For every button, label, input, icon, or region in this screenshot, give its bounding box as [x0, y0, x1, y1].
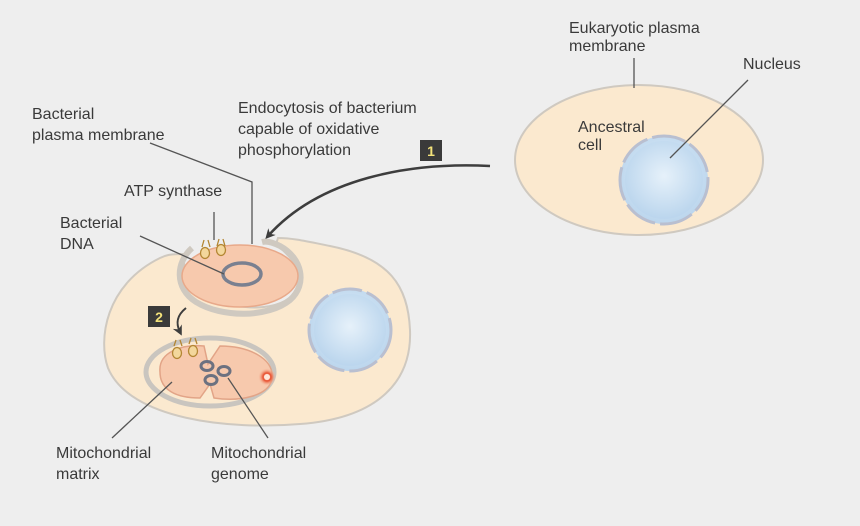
label-atp-synthase: ATP synthase	[124, 183, 222, 200]
ancestral-nucleus	[618, 134, 710, 226]
label-endocytosis: Endocytosis of bacterium capable of oxid…	[238, 100, 421, 159]
step2-arrow	[172, 307, 187, 336]
endocytosis-arrow	[265, 164, 491, 239]
atp-synthase-icon	[199, 238, 227, 260]
svg-text:1: 1	[427, 143, 435, 159]
mitochondrion	[143, 335, 277, 409]
leader-bacterial-membrane	[149, 142, 253, 244]
label-ancestral-cell: Ancestral cell	[578, 119, 649, 154]
mitochondrial-genome-icon	[199, 360, 232, 386]
host-nucleus	[307, 287, 393, 373]
ancestral-cell	[514, 84, 764, 236]
label-mito-genome: Mitochondrial genome	[211, 445, 311, 483]
label-eukaryotic-membrane: Eukaryotic plasma membrane	[569, 20, 704, 55]
bacterium-body	[181, 244, 299, 308]
label-bacterial-membrane: Bacterial plasma membrane	[32, 106, 165, 144]
host-cell	[103, 236, 412, 427]
label-mito-matrix: Mitochondrial matrix	[56, 445, 156, 483]
leader-lines	[111, 58, 749, 439]
label-bacterial-dna: Bacterial DNA	[60, 215, 127, 253]
step-2-badge: 2	[148, 306, 170, 327]
engulfed-bacterium	[176, 238, 304, 317]
svg-text:2: 2	[155, 309, 163, 325]
mito-atp-synthase-icon	[171, 337, 199, 360]
vesicle-membrane	[176, 238, 304, 317]
leader-mito-matrix	[111, 381, 173, 439]
step-1-badge: 1	[420, 140, 442, 161]
leader-mito-genome	[227, 377, 269, 439]
leader-bacterial-dna	[139, 235, 225, 275]
leader-nucleus	[669, 79, 749, 159]
label-nucleus: Nucleus	[743, 56, 801, 73]
